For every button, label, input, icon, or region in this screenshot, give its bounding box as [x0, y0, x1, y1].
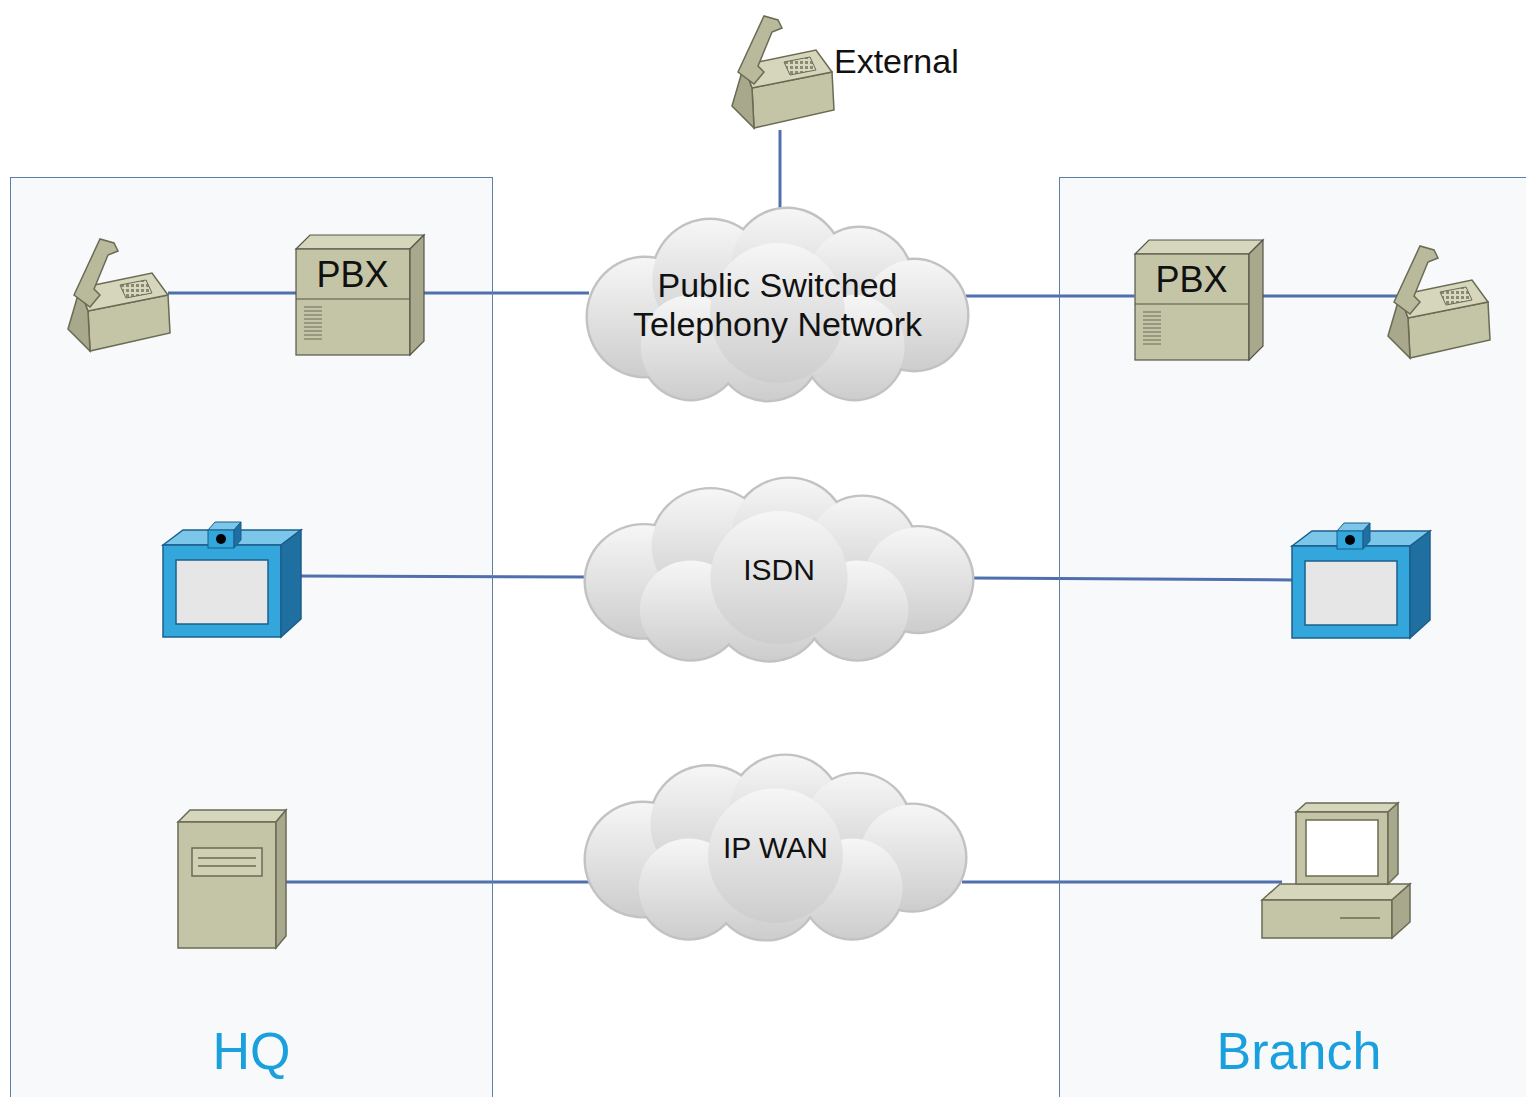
external-phone-icon [732, 16, 834, 128]
branch-phone-icon [1388, 246, 1490, 358]
site-panel: Branch PBX [1059, 177, 1526, 1097]
pbx-shape [296, 249, 410, 355]
pbx-shape [304, 314, 322, 315]
pc-icon [1306, 820, 1378, 876]
pbx-shape [304, 334, 322, 335]
pbx-shape [1135, 254, 1249, 360]
pbx-shape [1143, 339, 1161, 340]
external-phone: External [724, 8, 984, 130]
cloud-shape [586, 479, 972, 660]
link-line [779, 130, 782, 211]
cloud-shape [588, 209, 967, 400]
pbx-label: PBX [296, 257, 410, 293]
pbx-shape [1143, 343, 1161, 344]
pbx-shape [410, 235, 424, 355]
pbx-shape [1143, 335, 1161, 336]
layout-wires [970, 578, 1294, 580]
layout-wires [1263, 295, 1398, 298]
site-label: Branch [1060, 1022, 1526, 1082]
cloud-shape [583, 476, 974, 662]
pbx-shape [296, 298, 410, 299]
pc-icon [1296, 812, 1388, 884]
pc-icon [1388, 803, 1398, 884]
pc-icon [1262, 900, 1392, 938]
pbx-shape [1143, 319, 1161, 320]
pbx-shape [304, 306, 322, 307]
pbx-shape [304, 326, 322, 327]
pc-icon [1392, 884, 1410, 938]
pbx-shape [1143, 323, 1161, 324]
pbx-shape [304, 338, 322, 339]
layout-wires [298, 576, 590, 577]
pbx-shape [304, 318, 322, 319]
server-icon [178, 822, 276, 948]
pbx-shape [1143, 327, 1161, 328]
pbx-shape [296, 235, 424, 355]
link-line [966, 295, 1135, 298]
pbx-shape [1143, 331, 1161, 332]
server-icon [178, 810, 286, 948]
cloud-shape [585, 207, 969, 403]
layout-wires [962, 881, 1282, 884]
cloud-shape [708, 788, 843, 922]
hq-panel-ground [10, 177, 493, 1097]
hq-video-unit [163, 522, 301, 637]
pbx-shape [304, 310, 322, 311]
network-cloud: ISDN [583, 475, 975, 665]
cloud-shape [710, 511, 847, 644]
cloud-shape [583, 753, 967, 941]
pbx-shape [1143, 311, 1161, 312]
pbx-box: PBX [296, 235, 424, 355]
branch-panel-ground [1059, 177, 1526, 1097]
pbx-shape [1143, 315, 1161, 316]
cloud-shape [586, 756, 965, 939]
pbx-box: PBX [1135, 240, 1263, 360]
hq-phone-icon [68, 239, 170, 351]
pc-icon [1340, 917, 1380, 919]
site-label: HQ [11, 1022, 492, 1082]
pc-icon [1262, 884, 1410, 900]
server-icon [198, 865, 256, 867]
network-cloud: IP WAN [583, 752, 968, 944]
pbx-shape [1135, 240, 1263, 254]
pc-icon [1296, 803, 1398, 812]
cloud-label: ISDN [743, 553, 815, 588]
pbx-shape [1135, 303, 1249, 304]
server-icon [198, 857, 256, 859]
cloud-label: IP WAN [723, 831, 828, 866]
network-cloud: Public Switched Telephony Network [585, 205, 970, 405]
link-line [424, 292, 590, 295]
server-icon [276, 810, 286, 948]
pbx-shape [1135, 240, 1263, 360]
pbx-shape [1249, 240, 1263, 360]
server-icon [192, 848, 262, 876]
branch-video-unit [1292, 523, 1430, 638]
server-icon [178, 810, 286, 822]
phone-label: External [834, 44, 959, 78]
layout-wires [168, 292, 296, 295]
pbx-label: PBX [1135, 262, 1249, 298]
pbx-shape [296, 235, 424, 249]
pc-icon [1262, 803, 1410, 938]
layout-wires [284, 881, 590, 884]
pbx-shape [304, 330, 322, 331]
pbx-shape [304, 322, 322, 323]
site-panel: HQ PBX [10, 177, 493, 1097]
cloud-label: Public Switched Telephony Network [618, 266, 938, 344]
